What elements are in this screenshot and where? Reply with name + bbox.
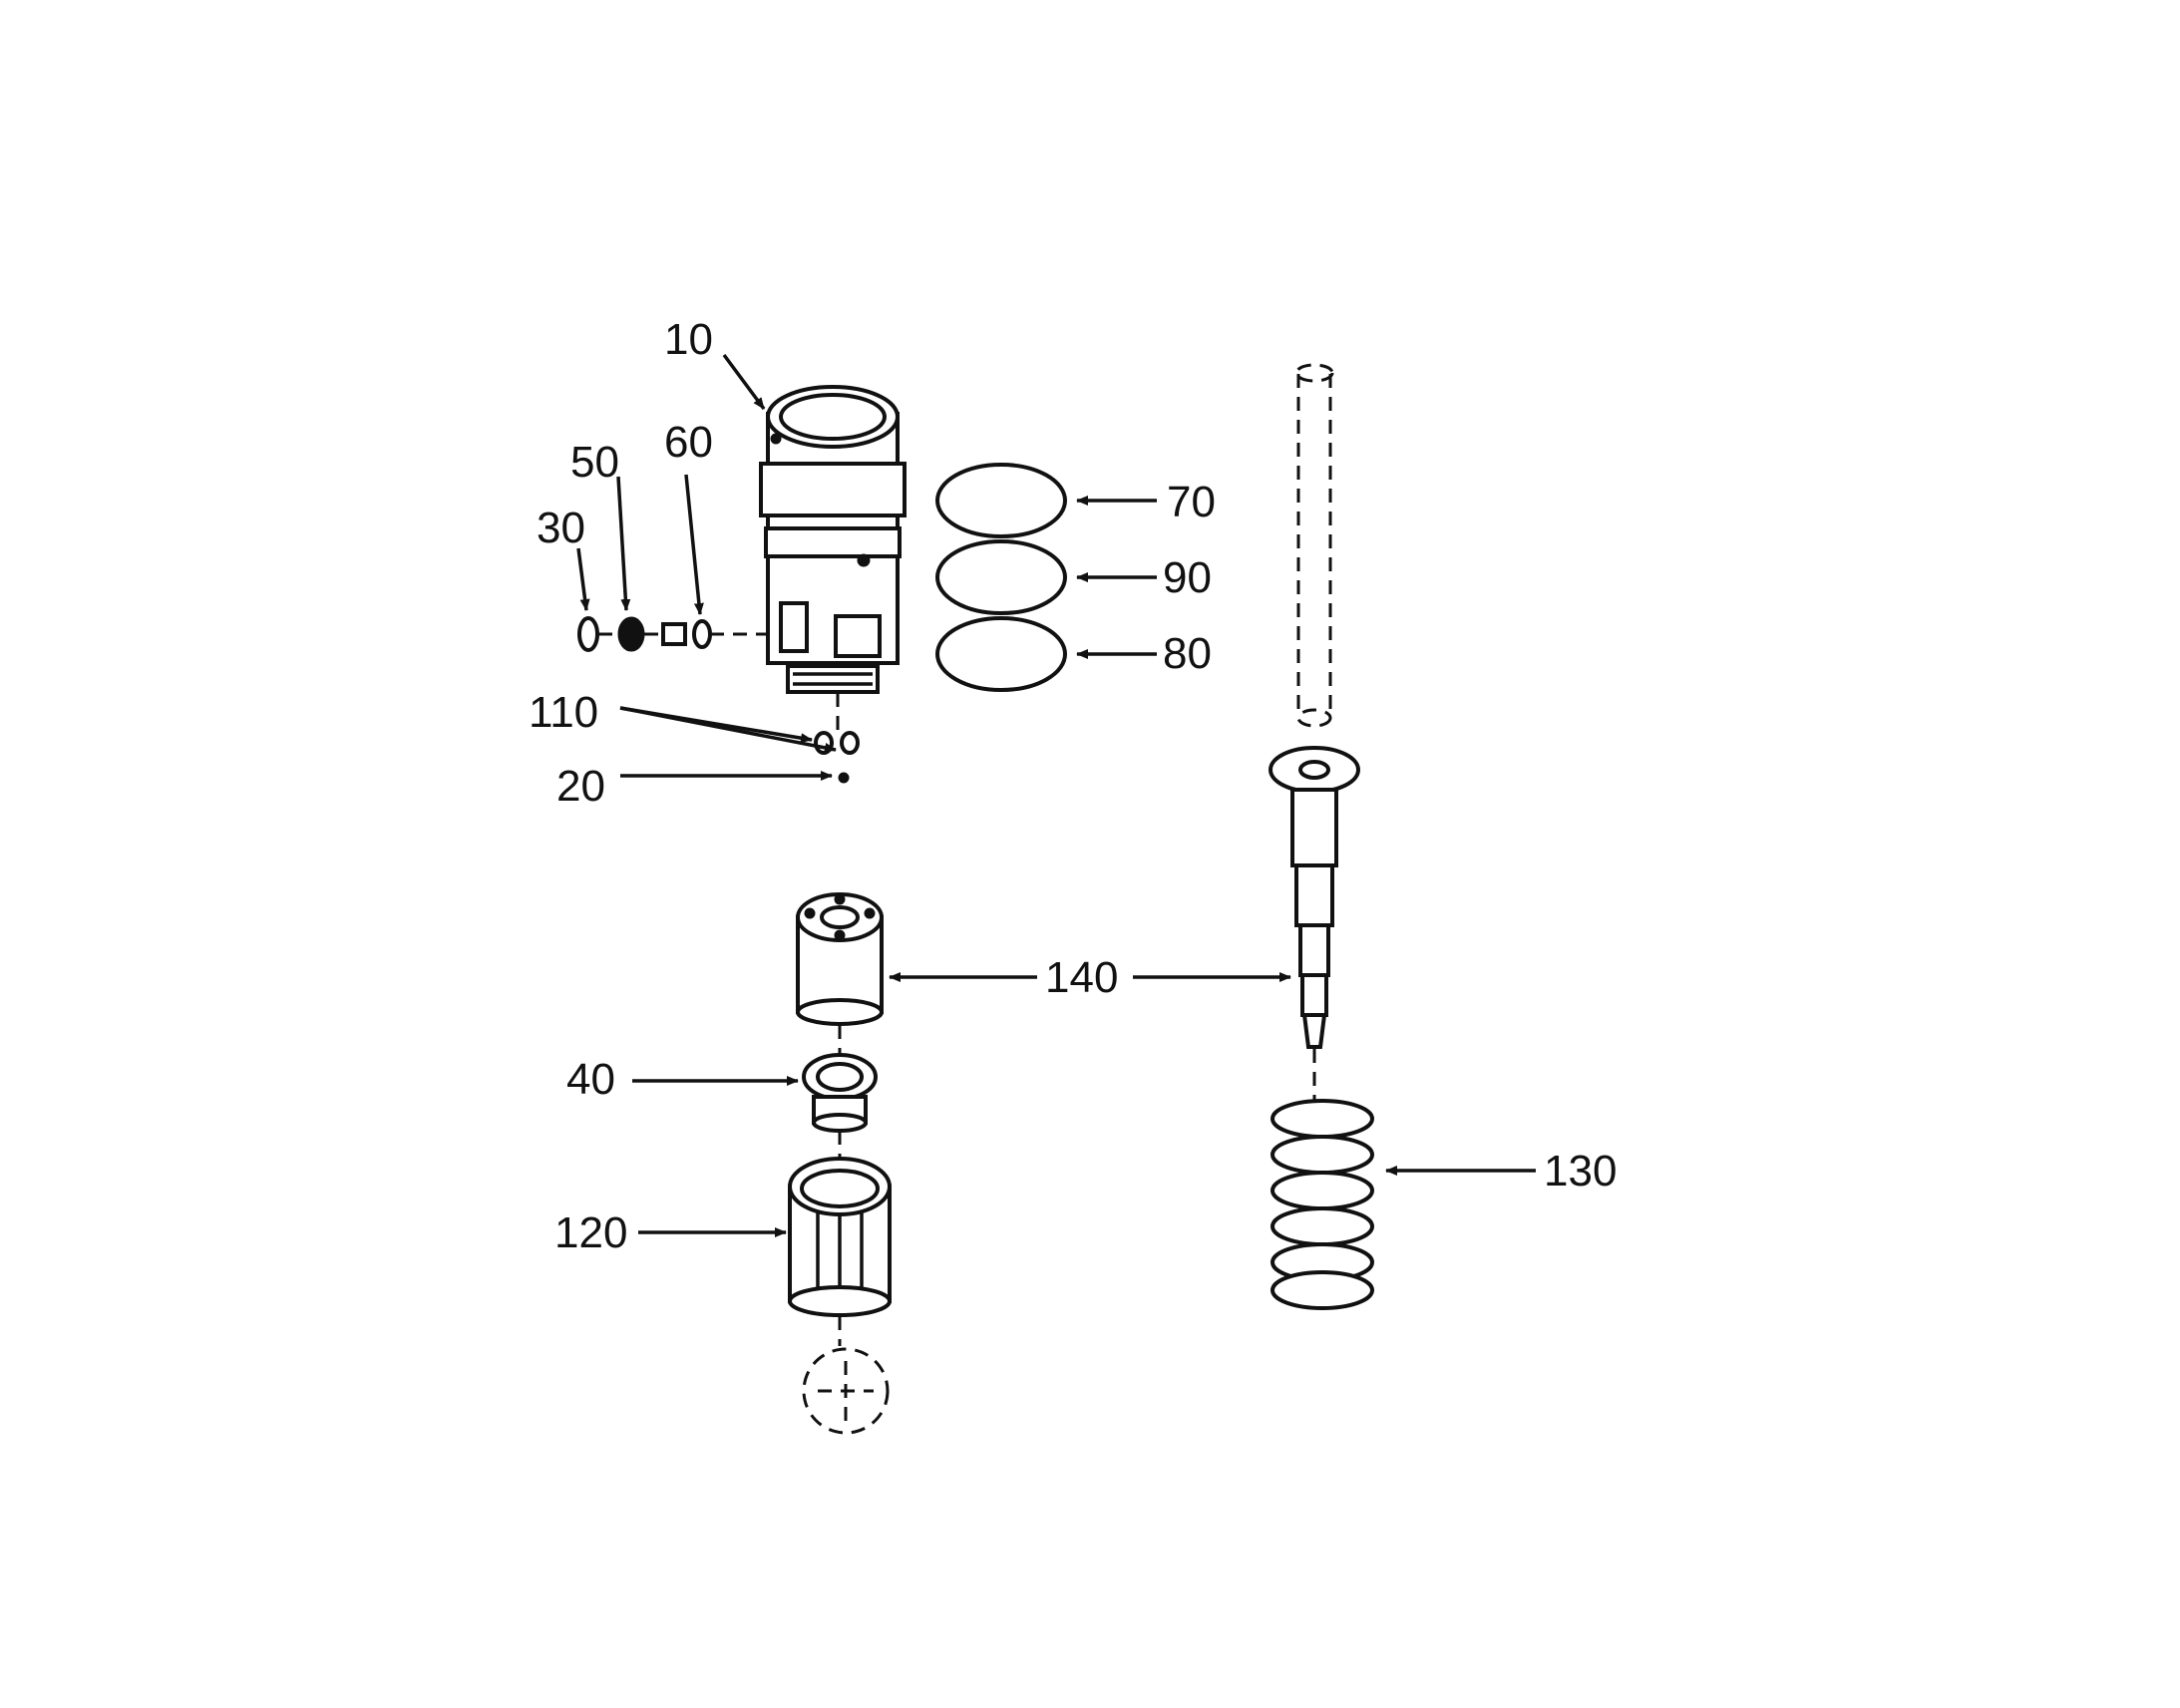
callout-20: 20 [556, 762, 605, 811]
part-120-nut [788, 1157, 892, 1317]
part-cage-dashed [802, 1347, 890, 1435]
callout-40: 40 [566, 1055, 615, 1104]
leader-110b [619, 706, 837, 753]
callout-60: 60 [664, 418, 713, 467]
part-70-oring [935, 463, 1067, 538]
part-50-valve [617, 616, 645, 652]
leader-lines [576, 353, 1536, 1237]
callout-10: 10 [664, 315, 713, 364]
callout-110: 110 [529, 688, 598, 737]
part-20-ball [838, 772, 850, 784]
part-90-oring [935, 539, 1067, 615]
leader-60 [684, 474, 704, 615]
leader-30 [576, 547, 590, 611]
callout-80: 80 [1163, 629, 1212, 678]
callout-30: 30 [537, 504, 585, 552]
part-40-seat [802, 1053, 878, 1133]
part-80-oring [935, 616, 1067, 692]
part-pushrod-dashed [1294, 363, 1334, 728]
callout-130: 130 [1544, 1147, 1617, 1196]
callout-70: 70 [1167, 478, 1216, 526]
callout-50: 50 [570, 438, 619, 487]
part-10-housing [759, 385, 907, 694]
part-140-plunger [1269, 746, 1360, 1049]
part-30-oring-small [577, 616, 599, 652]
part-60-seat [661, 619, 712, 649]
leader-10 [722, 353, 766, 411]
callout-90: 90 [1163, 553, 1212, 602]
part-130-spring [1271, 1099, 1374, 1310]
leader-50 [616, 476, 631, 611]
callout-labels: 10 20 30 40 50 60 70 80 90 110 120 130 1… [529, 315, 1617, 1257]
part-110-clips [814, 731, 860, 755]
callout-120: 120 [554, 1208, 627, 1257]
part-140-cup [796, 892, 884, 1026]
callout-140: 140 [1045, 953, 1118, 1002]
